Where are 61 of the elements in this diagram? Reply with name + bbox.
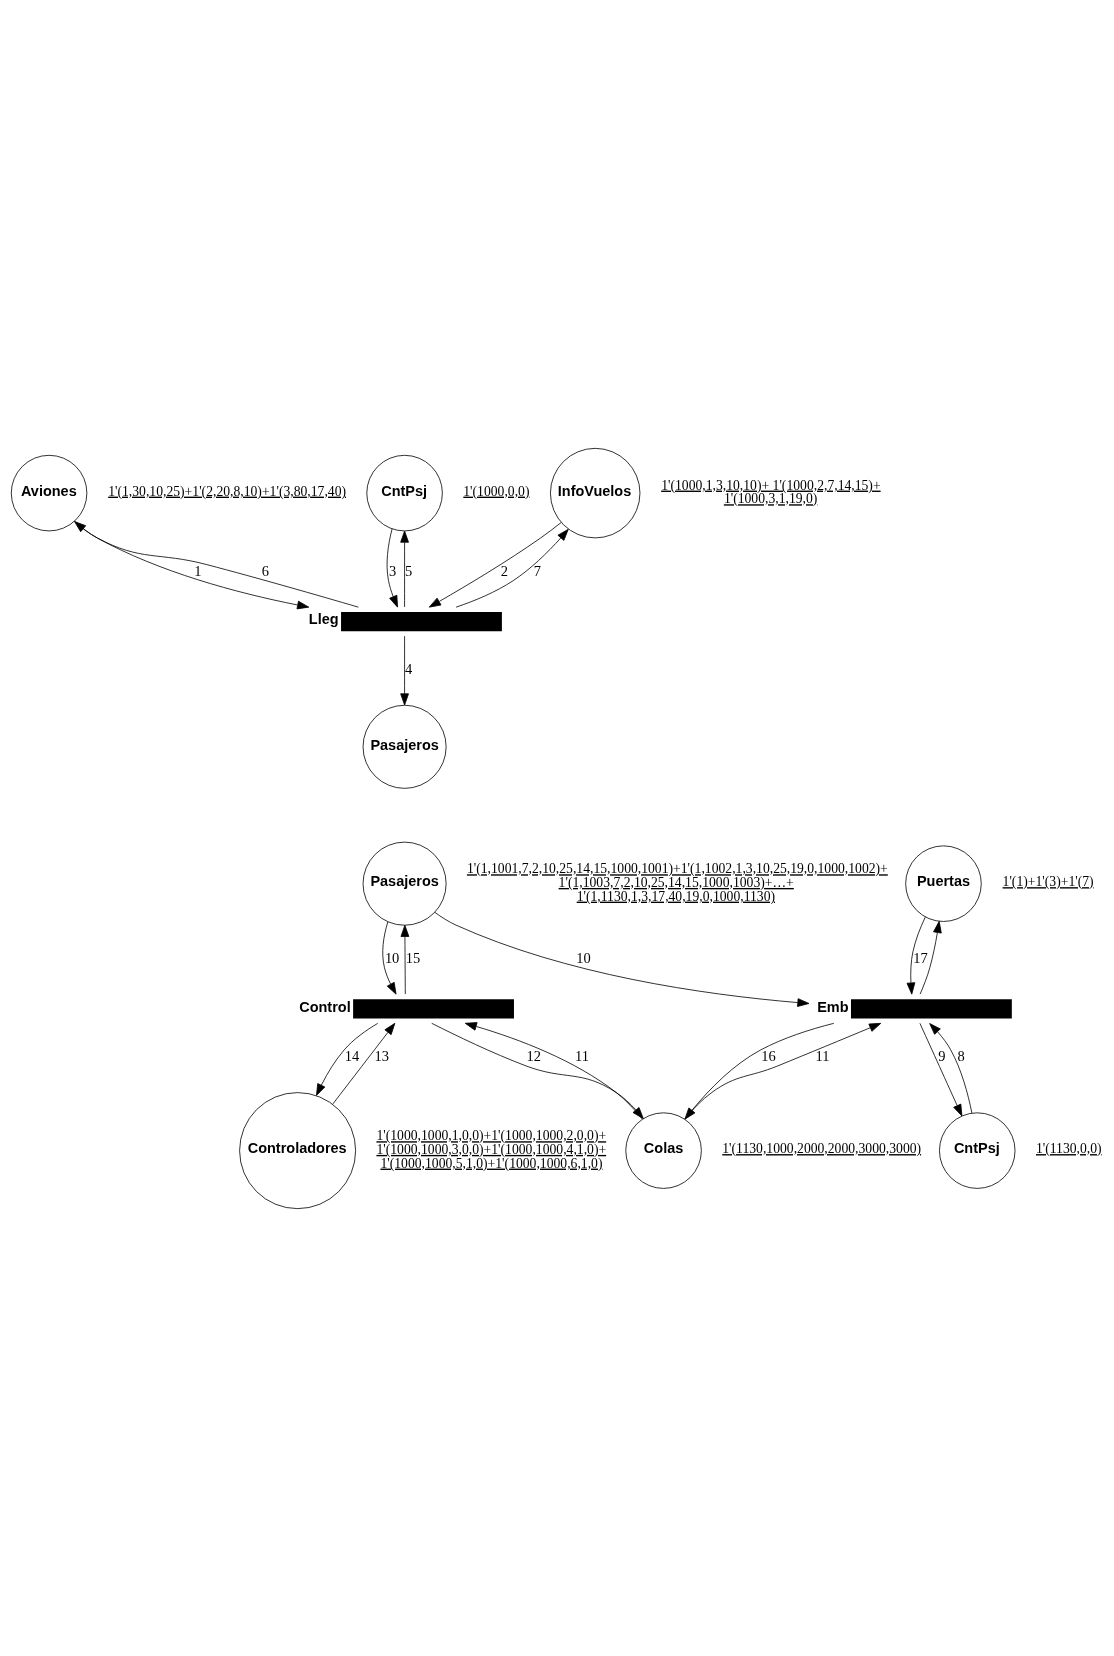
- arrow: [332, 1022, 396, 1104]
- node-label: 1'(1130,0,0): [1035, 1140, 1102, 1156]
- node-label: Lleg: [308, 610, 339, 627]
- arrow: [684, 1022, 835, 1120]
- arrow: [431, 1022, 644, 1119]
- edge-label: 6: [261, 562, 270, 579]
- node-circle: Puertas: [905, 844, 982, 922]
- node-label: 1'(1130,1000,2000,2000,3000,3000): [722, 1140, 922, 1156]
- node-circle: InfoVuelos: [550, 447, 641, 538]
- node-label: 1'(1000,1,3,10,10)+ 1'(1000,2,7,14,15)+ 1'(1000,3,1,19,0): [661, 477, 881, 506]
- edge-label: 15: [405, 949, 421, 966]
- node-label: Control: [299, 998, 351, 1015]
- arrow: [74, 520, 359, 608]
- edge-label: 17: [913, 949, 928, 966]
- arrow: [684, 1022, 882, 1120]
- node-circle: CntPsj: [366, 454, 443, 531]
- edge-label: 2: [500, 562, 508, 579]
- node-box: [353, 998, 514, 1018]
- node-label: 1'(1,30,10,25)+1'(2,20,8,10)+1'(3,80,17,40): [108, 483, 347, 499]
- arrow: [400, 924, 410, 994]
- edge-label: 10: [384, 949, 400, 966]
- node-label: 1'(1)+1'(3)+1'(7): [1002, 873, 1094, 889]
- arrow: [929, 1022, 973, 1113]
- edge-label: 5: [404, 562, 413, 579]
- edge-label: 9: [938, 1047, 946, 1064]
- arrow: [382, 920, 397, 995]
- edge-label: 11: [574, 1047, 589, 1064]
- node-label: 1'(1000,0,0): [463, 483, 530, 499]
- arrow: [386, 528, 398, 608]
- arrow: [400, 530, 409, 607]
- node-circle: Pasajeros: [362, 704, 447, 789]
- arrow: [919, 1022, 963, 1116]
- node-circle: Pasajeros: [362, 841, 447, 926]
- edge-label: 7: [533, 562, 541, 579]
- node-circle: Colas: [625, 1111, 702, 1189]
- edge-label: 14: [344, 1047, 360, 1064]
- node-label: Emb: [817, 998, 849, 1015]
- arrow: [316, 1022, 379, 1096]
- edge-label: 1: [194, 562, 202, 579]
- arrow: [400, 635, 409, 705]
- arrow: [906, 916, 926, 995]
- node-circle: CntPsj: [939, 1111, 1016, 1189]
- arrow: [455, 528, 569, 608]
- edge-label: 3: [388, 562, 397, 579]
- edge-label: 10: [576, 949, 591, 966]
- edge-label: 4: [404, 660, 413, 677]
- node-circle: Controladores: [239, 1091, 357, 1209]
- arrow: [434, 911, 810, 1007]
- node-box: [341, 611, 502, 631]
- edge-label: 12: [526, 1047, 541, 1064]
- node-label: 1'(1000,1000,1,0,0)+1'(1000,1000,2,0,0)+ 1'(1000,1000,3,0,0)+1'(1000,1000,4,1,0)+ 1'(1000,1000,5,1,0)+1'(1000,1000,6,1,0): [376, 1127, 607, 1171]
- arrow: [919, 920, 942, 994]
- edge-label: 8: [957, 1047, 965, 1064]
- edge-label: 11: [815, 1047, 830, 1064]
- node-box: [850, 998, 1012, 1018]
- edge-label: 13: [374, 1047, 389, 1064]
- arrow: [428, 521, 562, 608]
- node-label: 1'(1,1001,7,2,10,25,14,15,1000,1001)+1'(1,1002,1,3,10,25,19,0,1000,1002)+ 1'(1,1003,7,2,10,25,14,15,1000,1003)+…+ 1'(1,1130,1,3,17,40,19,0,1000,1130): [466, 860, 888, 904]
- arrow: [464, 1021, 643, 1120]
- arrow: [74, 520, 310, 609]
- edge-label: 16: [761, 1047, 776, 1064]
